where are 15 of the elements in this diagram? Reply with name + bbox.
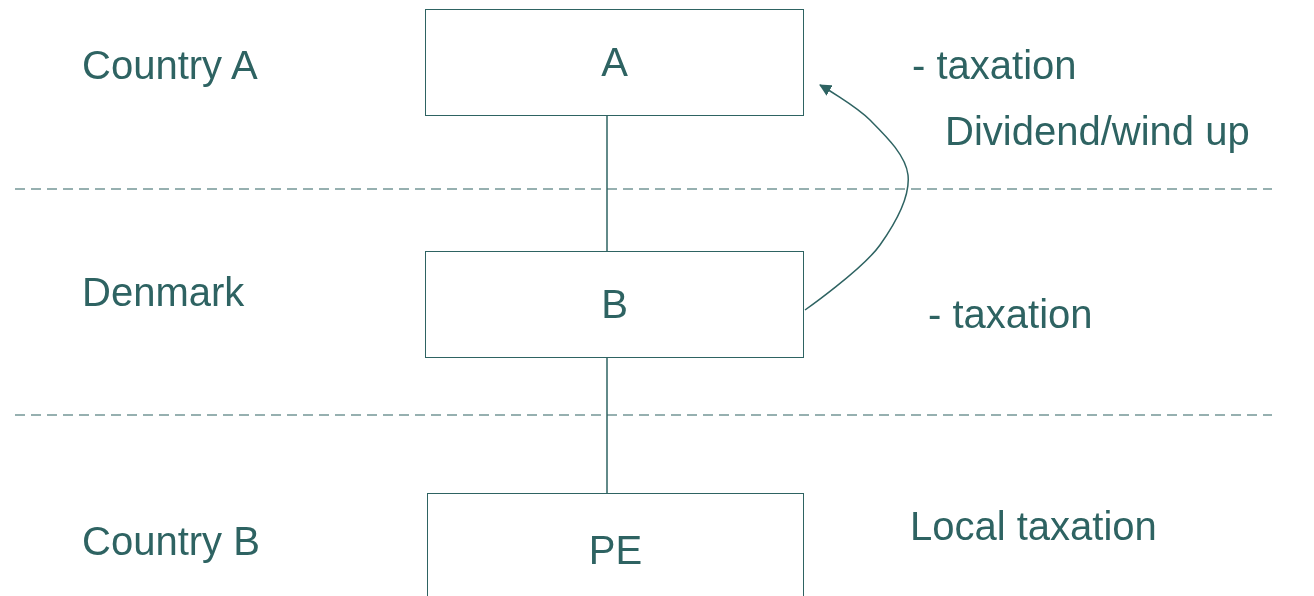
entity-box [427, 493, 804, 596]
tax-note: Local taxation [910, 503, 1157, 549]
entity-box [425, 9, 804, 116]
curved-arrow [804, 84, 909, 311]
tax-note: - taxation [928, 291, 1093, 337]
entity-name: B [601, 282, 628, 327]
country-label: Country A [82, 42, 258, 88]
connector-line [606, 115, 608, 252]
tax-note: - taxation [912, 42, 1077, 88]
country-label: Country B [82, 518, 260, 564]
entity-name: PE [588, 528, 643, 573]
country-label: Denmark [82, 269, 245, 315]
entity-box [425, 251, 804, 358]
entity-name: A [601, 40, 628, 85]
connector-line [606, 357, 608, 494]
